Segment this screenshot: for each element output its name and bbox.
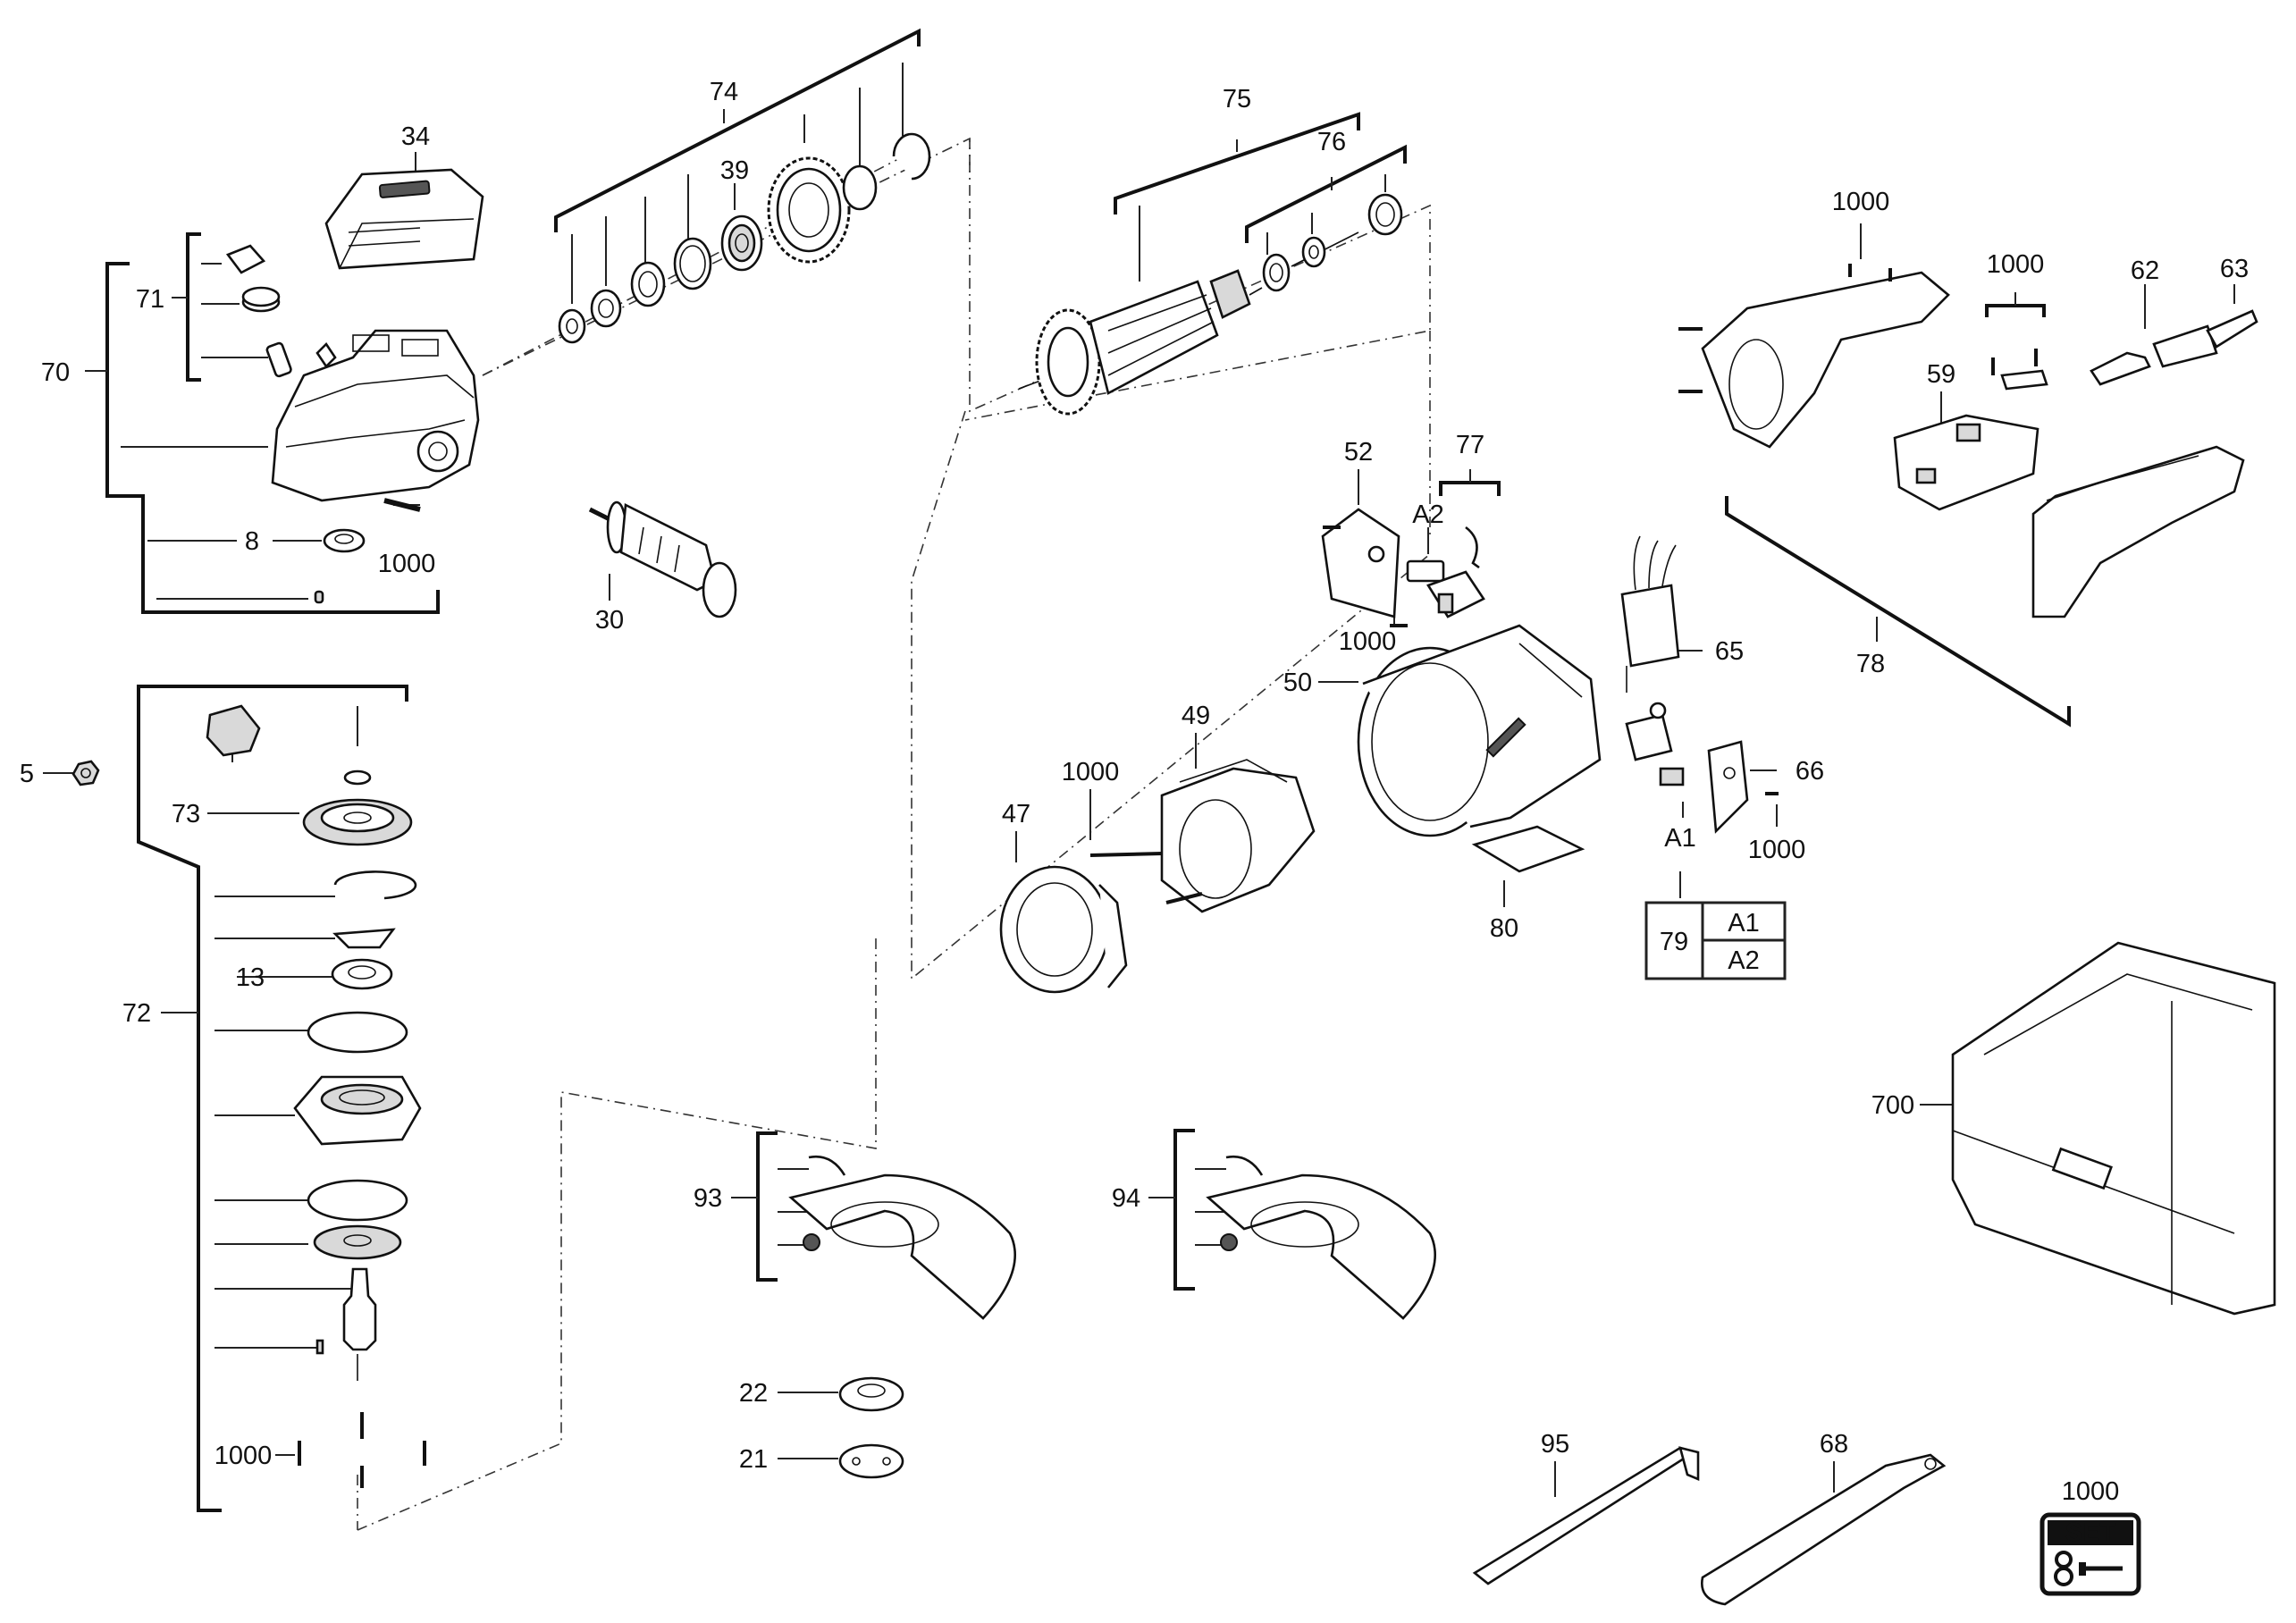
label-A2-b: A2 — [1728, 946, 1759, 975]
part-77-brushes — [1390, 526, 1485, 627]
label-1000-f: 1000 — [1062, 758, 1120, 786]
part-70-gear-housing — [271, 329, 480, 502]
label-78: 78 — [1856, 650, 1885, 678]
part-labels: 74 34 39 75 76 70 71 8 1000 30 5 73 13 7… — [20, 78, 2249, 1506]
label-65: 65 — [1715, 637, 1744, 666]
label-71: 71 — [136, 285, 164, 314]
label-34: 34 — [401, 122, 430, 151]
label-1000-a: 1000 — [378, 550, 436, 578]
part-79-brush-set-box — [1644, 901, 1787, 980]
label-A2-a: A2 — [1412, 500, 1443, 529]
label-76: 76 — [1317, 128, 1346, 156]
part-47-end-ring — [999, 865, 1128, 994]
part-95-hex-key — [1472, 1446, 1700, 1585]
label-8: 8 — [245, 527, 259, 556]
part-65-electronic-module — [1620, 535, 1680, 693]
label-1000-d: 1000 — [1832, 188, 1890, 216]
label-72: 72 — [122, 999, 151, 1028]
label-93: 93 — [694, 1184, 722, 1213]
part-94-guard — [1206, 1155, 1437, 1320]
part-5-nut — [71, 760, 100, 786]
label-1000-g: 1000 — [1748, 836, 1806, 864]
label-66: 66 — [1796, 757, 1824, 786]
label-39: 39 — [720, 156, 749, 185]
part-66-brush-cover — [1625, 702, 1779, 834]
part-30-side-handle — [588, 500, 737, 618]
part-73-gears — [206, 704, 413, 846]
label-1000-h: 1000 — [2062, 1477, 2120, 1506]
label-47: 47 — [1002, 800, 1030, 828]
dashed-guides — [357, 137, 1431, 1531]
part-49-stator — [1089, 759, 1316, 913]
part-22-flange — [838, 1376, 904, 1412]
label-70: 70 — [41, 358, 70, 387]
part-50-motor-housing — [1357, 624, 1602, 837]
label-73: 73 — [172, 800, 200, 828]
label-50: 50 — [1283, 669, 1312, 697]
brackets — [85, 28, 2071, 1512]
label-63: 63 — [2220, 255, 2249, 283]
part-34-cover — [324, 168, 484, 270]
part-21-locknut — [838, 1443, 904, 1479]
label-13: 13 — [236, 963, 265, 992]
set-icon: SET — [2039, 1512, 2141, 1596]
part-62-63-cord — [2090, 309, 2258, 386]
part-72-bearing-flange-stack — [293, 870, 426, 1488]
label-1000-c: 1000 — [1339, 627, 1397, 656]
label-59: 59 — [1927, 360, 1955, 389]
part-74-bevel-gear-stack — [482, 132, 931, 376]
label-79: 79 — [1660, 928, 1688, 956]
label-49: 49 — [1182, 702, 1210, 730]
label-5: 5 — [20, 760, 34, 788]
label-A1-b: A1 — [1728, 909, 1759, 938]
part-75-armature — [1018, 193, 1403, 416]
part-71-components — [225, 244, 292, 378]
label-68: 68 — [1820, 1430, 1848, 1459]
label-94: 94 — [1112, 1184, 1140, 1213]
label-62: 62 — [2131, 256, 2159, 285]
part-700-carry-case — [1951, 941, 2276, 1316]
part-93-guard — [788, 1155, 1017, 1320]
label-77: 77 — [1456, 431, 1484, 459]
leader-lines — [43, 63, 2235, 1497]
label-22: 22 — [739, 1379, 768, 1408]
label-74: 74 — [710, 78, 738, 106]
part-8-bearing — [314, 498, 421, 604]
label-52: 52 — [1344, 438, 1373, 467]
label-80: 80 — [1490, 914, 1518, 943]
part-59-switch — [1893, 349, 2048, 511]
label-A1-a: A1 — [1664, 824, 1695, 853]
label-21: 21 — [739, 1445, 768, 1474]
part-80-label — [1471, 825, 1585, 873]
part-78-handle-halves — [1678, 264, 2245, 618]
part-52-brush-cover — [1321, 508, 1400, 618]
label-1000-b: 1000 — [214, 1442, 273, 1470]
part-68-spanner — [1701, 1453, 1947, 1606]
label-95: 95 — [1541, 1430, 1569, 1459]
label-1000-e: 1000 — [1987, 250, 2045, 279]
set-label: SET — [2065, 1518, 2116, 1547]
label-30: 30 — [595, 606, 624, 635]
label-75: 75 — [1223, 85, 1251, 114]
label-700: 700 — [1871, 1091, 1914, 1120]
